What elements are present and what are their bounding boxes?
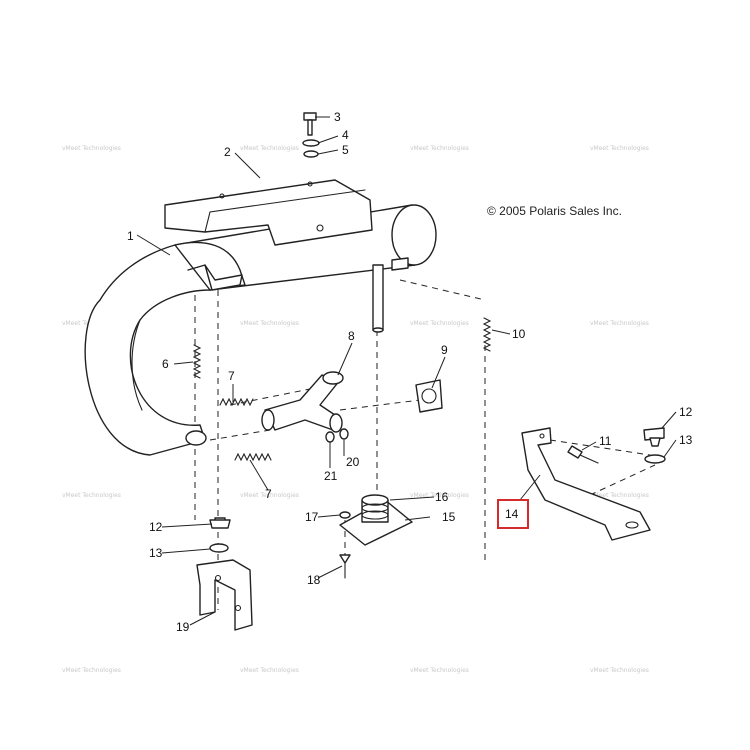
bolt-hardware [302,112,320,158]
callout-label: 17 [305,510,319,524]
watermark-text: vMeet Technologies [240,492,299,499]
left-bracket-part [196,517,253,631]
callout-label: 1 [127,229,134,243]
callout-label: 16 [435,490,449,504]
watermark-text: vMeet Technologies [590,492,649,499]
callout-label: 7 [265,487,272,501]
mounting-post-part [372,257,409,333]
watermark-text: vMeet Technologies [240,667,299,674]
watermark-text: vMeet Technologies [62,145,121,152]
callout-label: 3 [334,110,341,124]
small-bolt-hardware [339,511,351,579]
callout-label: 13 [149,546,163,560]
callout-label: 4 [342,128,349,142]
grommet-mount-part [339,494,413,546]
watermark-text: vMeet Technologies [410,320,469,327]
callout-label: 12 [149,520,163,534]
callout-label: 9 [441,343,448,357]
callout-label: 15 [442,510,456,524]
muffler-part [84,204,437,456]
callout-label: 2 [224,145,231,159]
callout-label: 10 [512,327,526,341]
watermark-text: vMeet Technologies [62,667,121,674]
gasket-part [415,379,443,413]
callout-label: 18 [307,573,321,587]
watermark-text: vMeet Technologies [590,320,649,327]
watermark-text: vMeet Technologies [410,667,469,674]
watermark-text: vMeet Technologies [590,667,649,674]
callout-label: 6 [162,357,169,371]
copyright-notice: © 2005 Polaris Sales Inc. [487,204,622,218]
watermark-text: vMeet Technologies [62,492,121,499]
callout-leaders [136,116,677,626]
callout-label: 8 [348,329,355,343]
watermark-text: vMeet Technologies [240,320,299,327]
callout-label: 13 [679,433,693,447]
callout-label: 7 [228,369,235,383]
callout-label: 19 [176,620,190,634]
callout-label: 14 [505,507,519,521]
callout-label: 20 [346,455,360,469]
callout-numbers: 1 2 3 4 5 6 7 7 8 9 10 11 12 12 13 13 14… [127,110,693,634]
watermark-text: vMeet Technologies [590,145,649,152]
callout-label: 11 [599,434,612,448]
watermark-text: vMeet Technologies [410,145,469,152]
callout-label: 5 [342,143,349,157]
heat-shield-part [164,179,373,246]
assembly-guide-lines [194,279,656,610]
y-pipe-part [261,371,344,433]
watermark-text: vMeet Technologies [410,492,469,499]
callout-label: 21 [324,469,338,483]
exhaust-springs [192,317,492,462]
watermark-text: vMeet Technologies [240,145,299,152]
highlight-box [497,499,529,529]
callout-label: 12 [679,405,693,419]
watermark-layer: vMeet Technologies vMeet Technologies vM… [62,145,649,674]
right-bracket-part [521,427,666,541]
